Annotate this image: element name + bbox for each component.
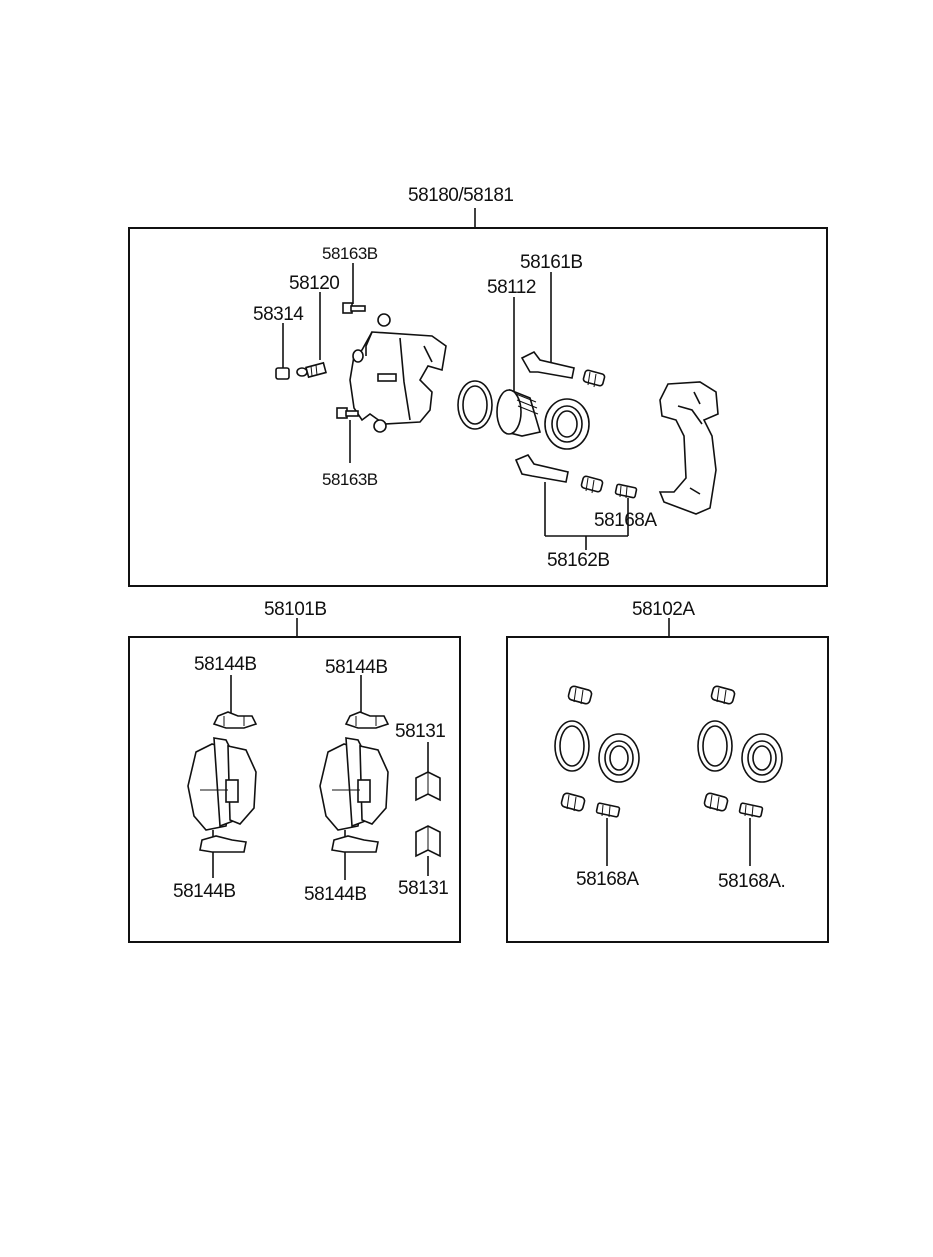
label-boot-left: 58168A — [576, 869, 639, 890]
bolt-upper-part — [342, 263, 366, 314]
caliper-assembly-box — [128, 227, 828, 587]
pad-kit-title: 58101B — [264, 599, 327, 620]
label-shim-bottom: 58131 — [398, 878, 449, 899]
bleeder-part — [296, 292, 327, 379]
label-bolt-upper: 58163B — [322, 244, 378, 263]
caliper-assembly-title: 58180/58181 — [408, 185, 514, 206]
bleeder-cap-part — [275, 323, 290, 380]
seal-set-right-part — [697, 685, 783, 866]
piston-boot-part — [544, 398, 590, 450]
label-shim-top: 58131 — [395, 721, 446, 742]
seal-kit-title: 58102A — [632, 599, 695, 620]
guide-pin-lower-part — [514, 454, 638, 550]
label-guide-pin-lower: 58162B — [547, 550, 610, 571]
seal-set-left-part — [554, 685, 640, 866]
label-piston: 58112 — [487, 277, 536, 298]
label-boot-right: 58168A. — [718, 871, 786, 892]
label-clip-bottom-left: 58144B — [173, 881, 236, 902]
label-clip-bottom-right: 58144B — [304, 884, 367, 905]
bolt-lower-part — [336, 407, 359, 463]
label-bolt-lower: 58163B — [322, 470, 378, 489]
label-boot: 58168A — [594, 510, 657, 531]
pad-set-left-part — [187, 675, 258, 878]
label-guide-pin-upper: 58161B — [520, 252, 583, 273]
pad-set-right-part — [319, 675, 390, 880]
pad-kit-box — [128, 636, 461, 943]
label-clip-top-left: 58144B — [194, 654, 257, 675]
piston-part — [457, 297, 542, 437]
label-cap: 58314 — [253, 304, 304, 325]
label-clip-top-right: 58144B — [325, 657, 388, 678]
seal-kit-box — [506, 636, 829, 943]
shim-parts — [415, 742, 441, 876]
caliper-bracket-part — [658, 381, 719, 515]
label-bleeder: 58120 — [289, 273, 340, 294]
caliper-body-part — [349, 313, 447, 433]
guide-pin-upper-part — [520, 272, 606, 388]
